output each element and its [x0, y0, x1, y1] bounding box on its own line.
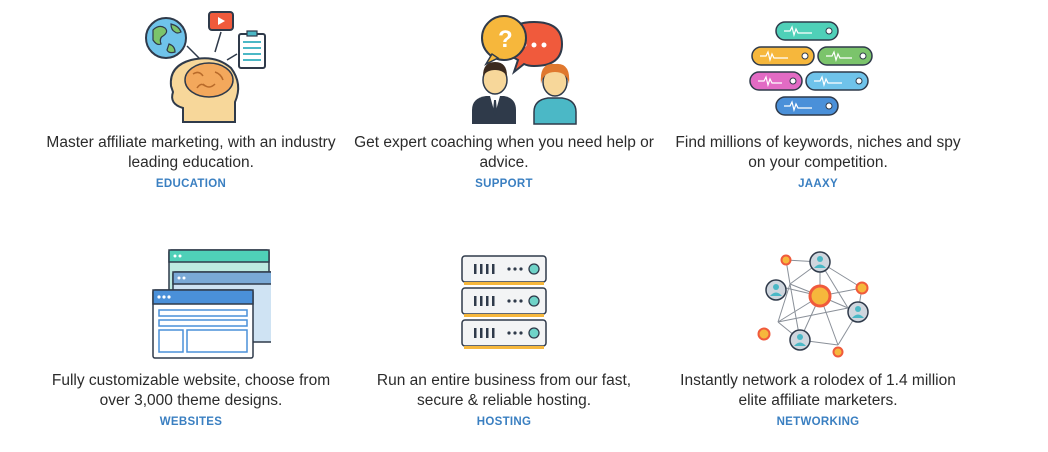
websites-icon: [152, 249, 271, 359]
jaaxy-link[interactable]: JAAXY: [798, 178, 838, 190]
hosting-icon: [461, 255, 547, 349]
support-icon: ?: [472, 15, 577, 125]
feature-support: ? Get expert coaching when you need help…: [354, 10, 654, 192]
feature-description: Instantly network a rolodex of 1.4 milli…: [680, 372, 956, 409]
education-icon: [145, 11, 266, 123]
support-link[interactable]: SUPPORT: [475, 178, 533, 190]
websites-link[interactable]: WEBSITES: [159, 416, 223, 428]
feature-jaaxy: Find millions of keywords, niches and sp…: [668, 10, 968, 192]
feature-description: Find millions of keywords, niches and sp…: [675, 134, 961, 171]
jaaxy-icon: [749, 21, 873, 116]
networking-icon: [757, 251, 869, 358]
feature-networking: Instantly network a rolodex of 1.4 milli…: [668, 248, 968, 430]
education-link[interactable]: EDUCATION: [155, 178, 227, 190]
feature-hosting: Run an entire business from our fast, se…: [354, 248, 654, 430]
networking-link[interactable]: NETWORKING: [776, 416, 860, 428]
feature-description: Get expert coaching when you need help o…: [354, 134, 654, 171]
svg-text:?: ?: [498, 26, 513, 53]
feature-description: Fully customizable website, choose from …: [51, 372, 331, 409]
feature-description: Run an entire business from our fast, se…: [376, 372, 632, 409]
feature-description: Master affiliate marketing, with an indu…: [46, 134, 336, 171]
feature-websites: Fully customizable website, choose from …: [41, 248, 341, 430]
feature-education: Master affiliate marketing, with an indu…: [41, 10, 341, 192]
hosting-link[interactable]: HOSTING: [476, 416, 532, 428]
